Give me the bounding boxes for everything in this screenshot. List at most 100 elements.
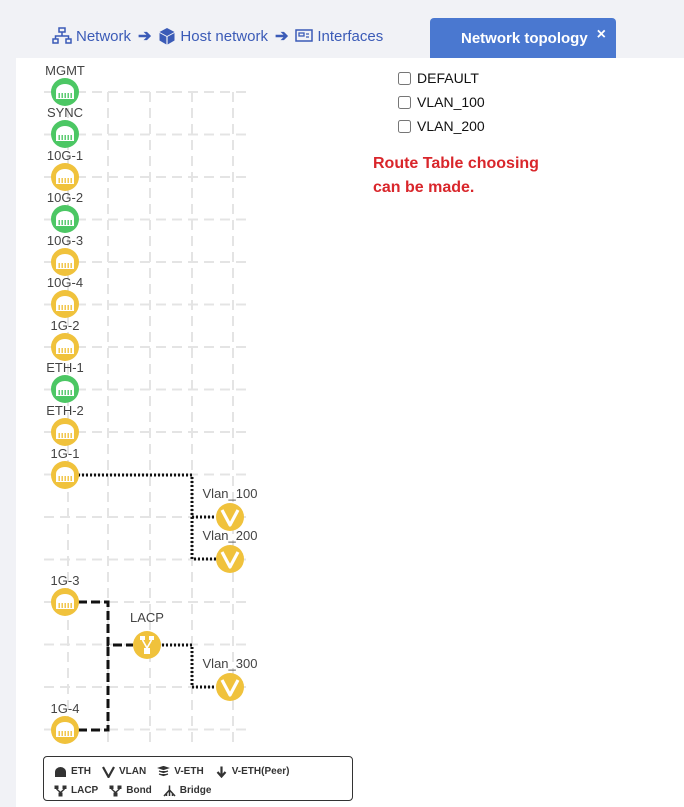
port-pin [67, 178, 69, 183]
port-pin [58, 348, 60, 353]
link-1g4-lacp [78, 645, 110, 732]
cube-icon [159, 28, 175, 45]
interface-node-1g-2: 1G-2 [51, 318, 80, 361]
legend-bond-label: Bond [126, 785, 152, 796]
port-pin [64, 305, 66, 310]
interface-node-1g-3: 1G-3 [51, 573, 80, 616]
port-pin [61, 220, 63, 225]
lacp-icon [54, 785, 67, 796]
annotation-note: Route Table choosing can be made. [373, 152, 539, 200]
annotation-line-2: can be made. [373, 179, 475, 196]
port-pin [67, 390, 69, 395]
eth-port-icon [56, 84, 74, 99]
port-pin [67, 305, 69, 310]
port-pin [70, 178, 72, 183]
port-pin [64, 433, 66, 438]
route-table-default-checkbox[interactable] [398, 71, 411, 85]
vlan-icon [220, 551, 240, 569]
vlan-circle [216, 673, 244, 701]
legend-vlan: VLAN [102, 765, 147, 778]
vlan-node-vlan_300: Vlan_300 [203, 656, 257, 701]
port-pin [67, 731, 69, 736]
vlan-node-vlan_100: Vlan_100 [203, 486, 257, 531]
port-pin [64, 178, 66, 183]
breadcrumb-host-network[interactable]: Host network [158, 27, 268, 45]
port-pin [67, 476, 69, 481]
arrow-right-icon: ➔ [274, 28, 289, 45]
port-pin [64, 220, 66, 225]
interface-node-10g-2: 10G-2 [47, 190, 83, 233]
route-table-vlan-100-label: VLAN_100 [417, 94, 485, 110]
port-pin [64, 348, 66, 353]
eth-port-icon [56, 339, 74, 354]
v-eth-peer-icon [216, 766, 227, 778]
close-icon[interactable]: × [596, 26, 606, 43]
port-pin [70, 93, 72, 98]
port-pin [58, 263, 60, 268]
port-pin [70, 390, 72, 395]
route-table-vlan-100[interactable]: VLAN_100 [398, 90, 485, 114]
port-pin [67, 433, 69, 438]
route-table-vlan-100-checkbox[interactable] [398, 95, 411, 109]
breadcrumb-interfaces-label: Interfaces [317, 27, 384, 45]
lacp-icon [144, 648, 150, 654]
port-pin [58, 433, 60, 438]
annotation-line-1: Route Table choosing [373, 155, 539, 172]
bond-circle [133, 631, 161, 659]
bond-icon [109, 785, 122, 796]
port-pin [61, 348, 63, 353]
interface-label: 1G-2 [51, 318, 80, 333]
interface-label: 1G-3 [51, 573, 80, 588]
port-pin [64, 93, 66, 98]
legend-eth-label: ETH [71, 766, 91, 777]
legend-v-eth-label: V-ETH [174, 766, 204, 777]
legend-bridge: Bridge [163, 785, 211, 797]
port-pin [70, 476, 72, 481]
interface-label: 1G-1 [51, 446, 80, 461]
eth-port-icon [56, 424, 74, 439]
interface-node-eth-2: ETH-2 [46, 403, 84, 446]
bridge-icon [163, 785, 176, 797]
route-table-vlan-200-checkbox[interactable] [398, 119, 411, 133]
port-pin [61, 93, 63, 98]
route-table-vlan-200[interactable]: VLAN_200 [398, 114, 485, 138]
port-pin [64, 603, 66, 608]
bond-node-lacp: LACP [130, 610, 164, 659]
arrow-right-icon: ➔ [138, 28, 152, 45]
legend-row: LACP Bond Bridge [54, 781, 352, 800]
eth-port-icon [56, 169, 74, 184]
breadcrumb-network[interactable]: Network [52, 27, 131, 45]
interface-label: ETH-2 [46, 403, 84, 418]
eth-port-icon [56, 296, 74, 311]
interface-node-1g-1: 1G-1 [51, 446, 80, 489]
tab-network-topology[interactable]: Network topology × [430, 18, 616, 58]
port-pin [67, 135, 69, 140]
port-pin [61, 178, 63, 183]
breadcrumb-network-label: Network [76, 27, 132, 45]
vlan-label: Vlan_200 [203, 528, 258, 543]
port-pin [64, 263, 66, 268]
interface-label: SYNC [47, 105, 83, 120]
v-eth-icon [157, 765, 171, 776]
port-pin [70, 305, 72, 310]
interface-label: 10G-3 [47, 233, 83, 248]
port-pin [67, 603, 69, 608]
port-pin [61, 390, 63, 395]
topology-diagram: MGMTSYNC10G-110G-210G-310G-41G-2ETH-1ETH… [44, 63, 258, 745]
topology-links [78, 473, 216, 732]
vlan-icon [102, 765, 115, 778]
vlan-node-vlan_200: Vlan_200 [203, 528, 258, 573]
port-pin [70, 348, 72, 353]
breadcrumb-interfaces[interactable]: Interfaces [295, 28, 383, 45]
legend-vlan-label: VLAN [119, 766, 147, 777]
legend-lacp-label: LACP [71, 785, 99, 796]
legend-v-eth-peer: V-ETH(Peer) [215, 766, 289, 778]
interface-node-10g-1: 10G-1 [47, 148, 83, 191]
port-pin [58, 390, 60, 395]
link-1g3-lacp [78, 600, 133, 647]
port-pin [67, 220, 69, 225]
route-table-default[interactable]: DEFAULT [398, 66, 485, 90]
network-icon [52, 27, 72, 44]
eth-port-icon [56, 126, 74, 141]
port-pin [64, 476, 66, 481]
